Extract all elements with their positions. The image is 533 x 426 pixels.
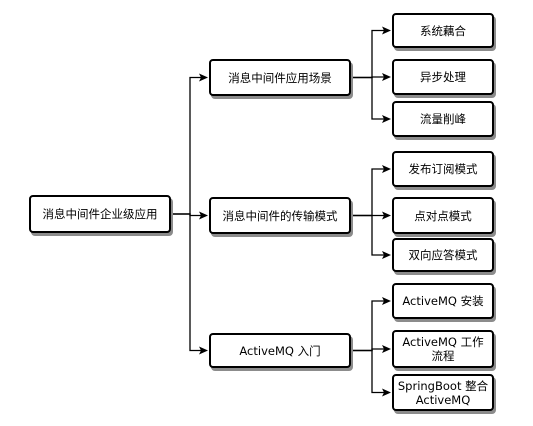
- leaf-node-async-processing: 异步处理: [392, 59, 494, 95]
- connector-activemq-to-workflow-arrowhead: [382, 345, 391, 353]
- leaf-node-activemq-install: ActiveMQ 安装: [392, 283, 494, 319]
- connector-activemq-to-springboot-line: [351, 349, 384, 394]
- connector-transport-to-point-to-point-arrowhead: [382, 211, 391, 220]
- leaf-node-springboot-integration: SpringBoot 整合 ActiveMQ: [392, 374, 494, 411]
- leaf-node-traffic-peak-shaving: 流量削峰: [392, 101, 494, 137]
- branch-node-activemq-intro: ActiveMQ 入门: [209, 333, 351, 368]
- connector-scenarios-to-async-processing-arrowhead: [382, 73, 391, 81]
- leaf-node-publish-subscribe: 发布订阅模式: [392, 151, 494, 187]
- connector-transport-to-publish-subscribe-line: [351, 168, 384, 217]
- branch-node-transport-modes: 消息中间件的传输模式: [209, 197, 351, 234]
- connector-activemq-to-springboot-arrowhead: [382, 388, 391, 397]
- connector-root-to-scenarios-arrowhead: [199, 73, 208, 82]
- branch-node-scenarios: 消息中间件应用场景: [209, 59, 351, 96]
- connector-transport-to-request-reply-arrowhead: [382, 251, 391, 259]
- connector-root-to-activemq-intro-line: [171, 213, 201, 352]
- root-node: 消息中间件企业级应用: [29, 195, 171, 233]
- leaf-node-request-reply: 双向应答模式: [392, 238, 494, 272]
- connector-root-to-activemq-intro-arrowhead: [199, 346, 208, 355]
- leaf-node-point-to-point: 点对点模式: [392, 197, 494, 234]
- connector-transport-to-request-reply-line: [351, 214, 384, 256]
- connector-transport-to-publish-subscribe-arrowhead: [382, 165, 391, 173]
- connector-scenarios-to-peak-shaving-line: [351, 76, 384, 120]
- connector-root-to-scenarios-line: [171, 76, 201, 215]
- leaf-node-system-coupling: 系统藕合: [392, 13, 494, 48]
- connector-scenarios-to-system-coupling-arrowhead: [382, 26, 391, 35]
- connector-scenarios-to-peak-shaving-arrowhead: [382, 115, 391, 123]
- connector-activemq-to-install-arrowhead: [382, 297, 391, 305]
- connector-scenarios-to-system-coupling-line: [351, 29, 384, 79]
- connector-root-to-transport-modes-arrowhead: [199, 211, 208, 220]
- leaf-node-activemq-workflow: ActiveMQ 工作流程: [392, 330, 494, 368]
- connector-activemq-to-install-line: [351, 300, 384, 352]
